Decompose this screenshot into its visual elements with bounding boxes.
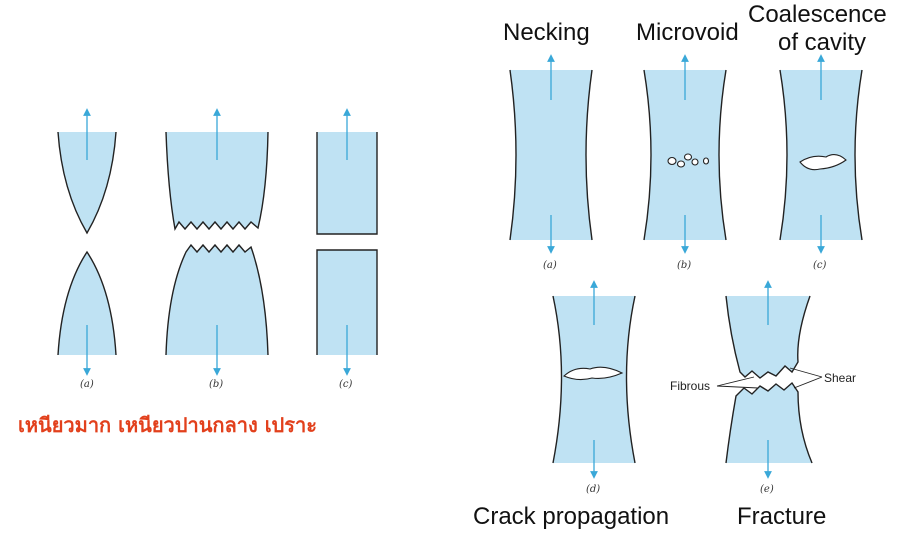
label-right-d: (d) bbox=[586, 484, 600, 495]
label-left-b: (b) bbox=[209, 379, 223, 390]
title-coalescence-line1: Coalescence bbox=[748, 1, 887, 28]
specimen-ductile-b bbox=[165, 108, 269, 376]
label-left-a: (a) bbox=[80, 379, 94, 390]
title-necking: Necking bbox=[503, 19, 590, 46]
right-panel: Necking Microvoid Coalescence of cavity … bbox=[473, 1, 887, 530]
title-crack-propagation: Crack propagation bbox=[473, 503, 669, 530]
annotation-fibrous: Fibrous bbox=[670, 379, 710, 393]
specimen-crack-propagation bbox=[552, 280, 636, 479]
label-right-e: (e) bbox=[760, 484, 774, 495]
label-right-c: (c) bbox=[813, 260, 827, 271]
specimen-coalescence bbox=[779, 54, 863, 254]
annotation-shear: Shear bbox=[824, 371, 856, 385]
thai-caption: เหนียวมาก เหนียวปานกลาง เปราะ bbox=[18, 413, 317, 437]
title-microvoid: Microvoid bbox=[636, 19, 739, 46]
label-right-b: (b) bbox=[677, 260, 691, 271]
label-right-a: (a) bbox=[543, 260, 557, 271]
title-coalescence-line2: of cavity bbox=[778, 29, 866, 56]
title-fracture: Fracture bbox=[737, 503, 826, 530]
specimen-fracture bbox=[716, 280, 823, 479]
left-panel: (a) (b) (c) เหนียวมาก เหนียวปานกลาง เปรา… bbox=[18, 108, 378, 437]
specimen-brittle-c bbox=[316, 108, 378, 376]
specimen-necking bbox=[509, 54, 593, 254]
label-left-c: (c) bbox=[339, 379, 353, 390]
specimen-ductile-a bbox=[57, 108, 117, 376]
specimen-microvoid bbox=[643, 54, 727, 254]
